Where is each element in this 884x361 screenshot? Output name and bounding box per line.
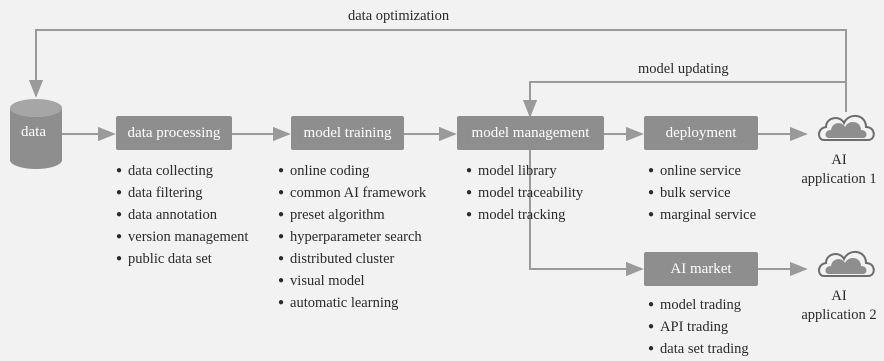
model-training-box: model training <box>291 116 404 150</box>
list-item: distributed cluster <box>278 249 426 271</box>
model-training-list: online coding common AI framework preset… <box>278 161 426 315</box>
list-item: preset algorithm <box>278 205 426 227</box>
ai-application-1-label: AI application 1 <box>796 151 882 189</box>
data-processing-box: data processing <box>116 116 232 150</box>
model-updating-label: model updating <box>638 61 729 77</box>
list-item: common AI framework <box>278 183 426 205</box>
model-management-box: model management <box>457 116 604 150</box>
model-updating-loop <box>522 81 847 118</box>
list-item: data set trading <box>648 339 749 361</box>
list-item: API trading <box>648 317 749 339</box>
list-item: online coding <box>278 161 426 183</box>
data-processing-list: data collecting data filtering data anno… <box>116 161 248 271</box>
ai-market-box: AI market <box>644 252 758 286</box>
app1-line1: AI <box>831 152 847 168</box>
list-item: public data set <box>116 249 248 271</box>
list-item: visual model <box>278 271 426 293</box>
deployment-box: deployment <box>644 116 758 150</box>
app1-line2: application 1 <box>801 171 877 187</box>
list-item: hyperparameter search <box>278 227 426 249</box>
list-item: model library <box>466 161 583 183</box>
data-optimization-loop <box>28 29 847 112</box>
list-item: online service <box>648 161 756 183</box>
workflow-diagram <box>10 29 875 277</box>
data-optimization-label: data optimization <box>348 8 450 24</box>
list-item: bulk service <box>648 183 756 205</box>
list-item: marginal service <box>648 205 756 227</box>
cloud-icon <box>818 251 875 277</box>
app2-line2: application 2 <box>801 307 877 323</box>
data-cylinder-icon <box>10 99 62 169</box>
data-node-label: data <box>21 124 46 140</box>
cloud-icon <box>818 115 875 141</box>
ai-market-list: model trading API trading data set tradi… <box>648 295 749 361</box>
app2-line1: AI <box>831 288 847 304</box>
list-item: model traceability <box>466 183 583 205</box>
list-item: version management <box>116 227 248 249</box>
list-item: model trading <box>648 295 749 317</box>
list-item: model tracking <box>466 205 583 227</box>
model-management-list: model library model traceability model t… <box>466 161 583 227</box>
list-item: data filtering <box>116 183 248 205</box>
list-item: automatic learning <box>278 293 426 315</box>
deployment-list: online service bulk service marginal ser… <box>648 161 756 227</box>
list-item: data collecting <box>116 161 248 183</box>
ai-application-2-label: AI application 2 <box>796 287 882 325</box>
list-item: data annotation <box>116 205 248 227</box>
